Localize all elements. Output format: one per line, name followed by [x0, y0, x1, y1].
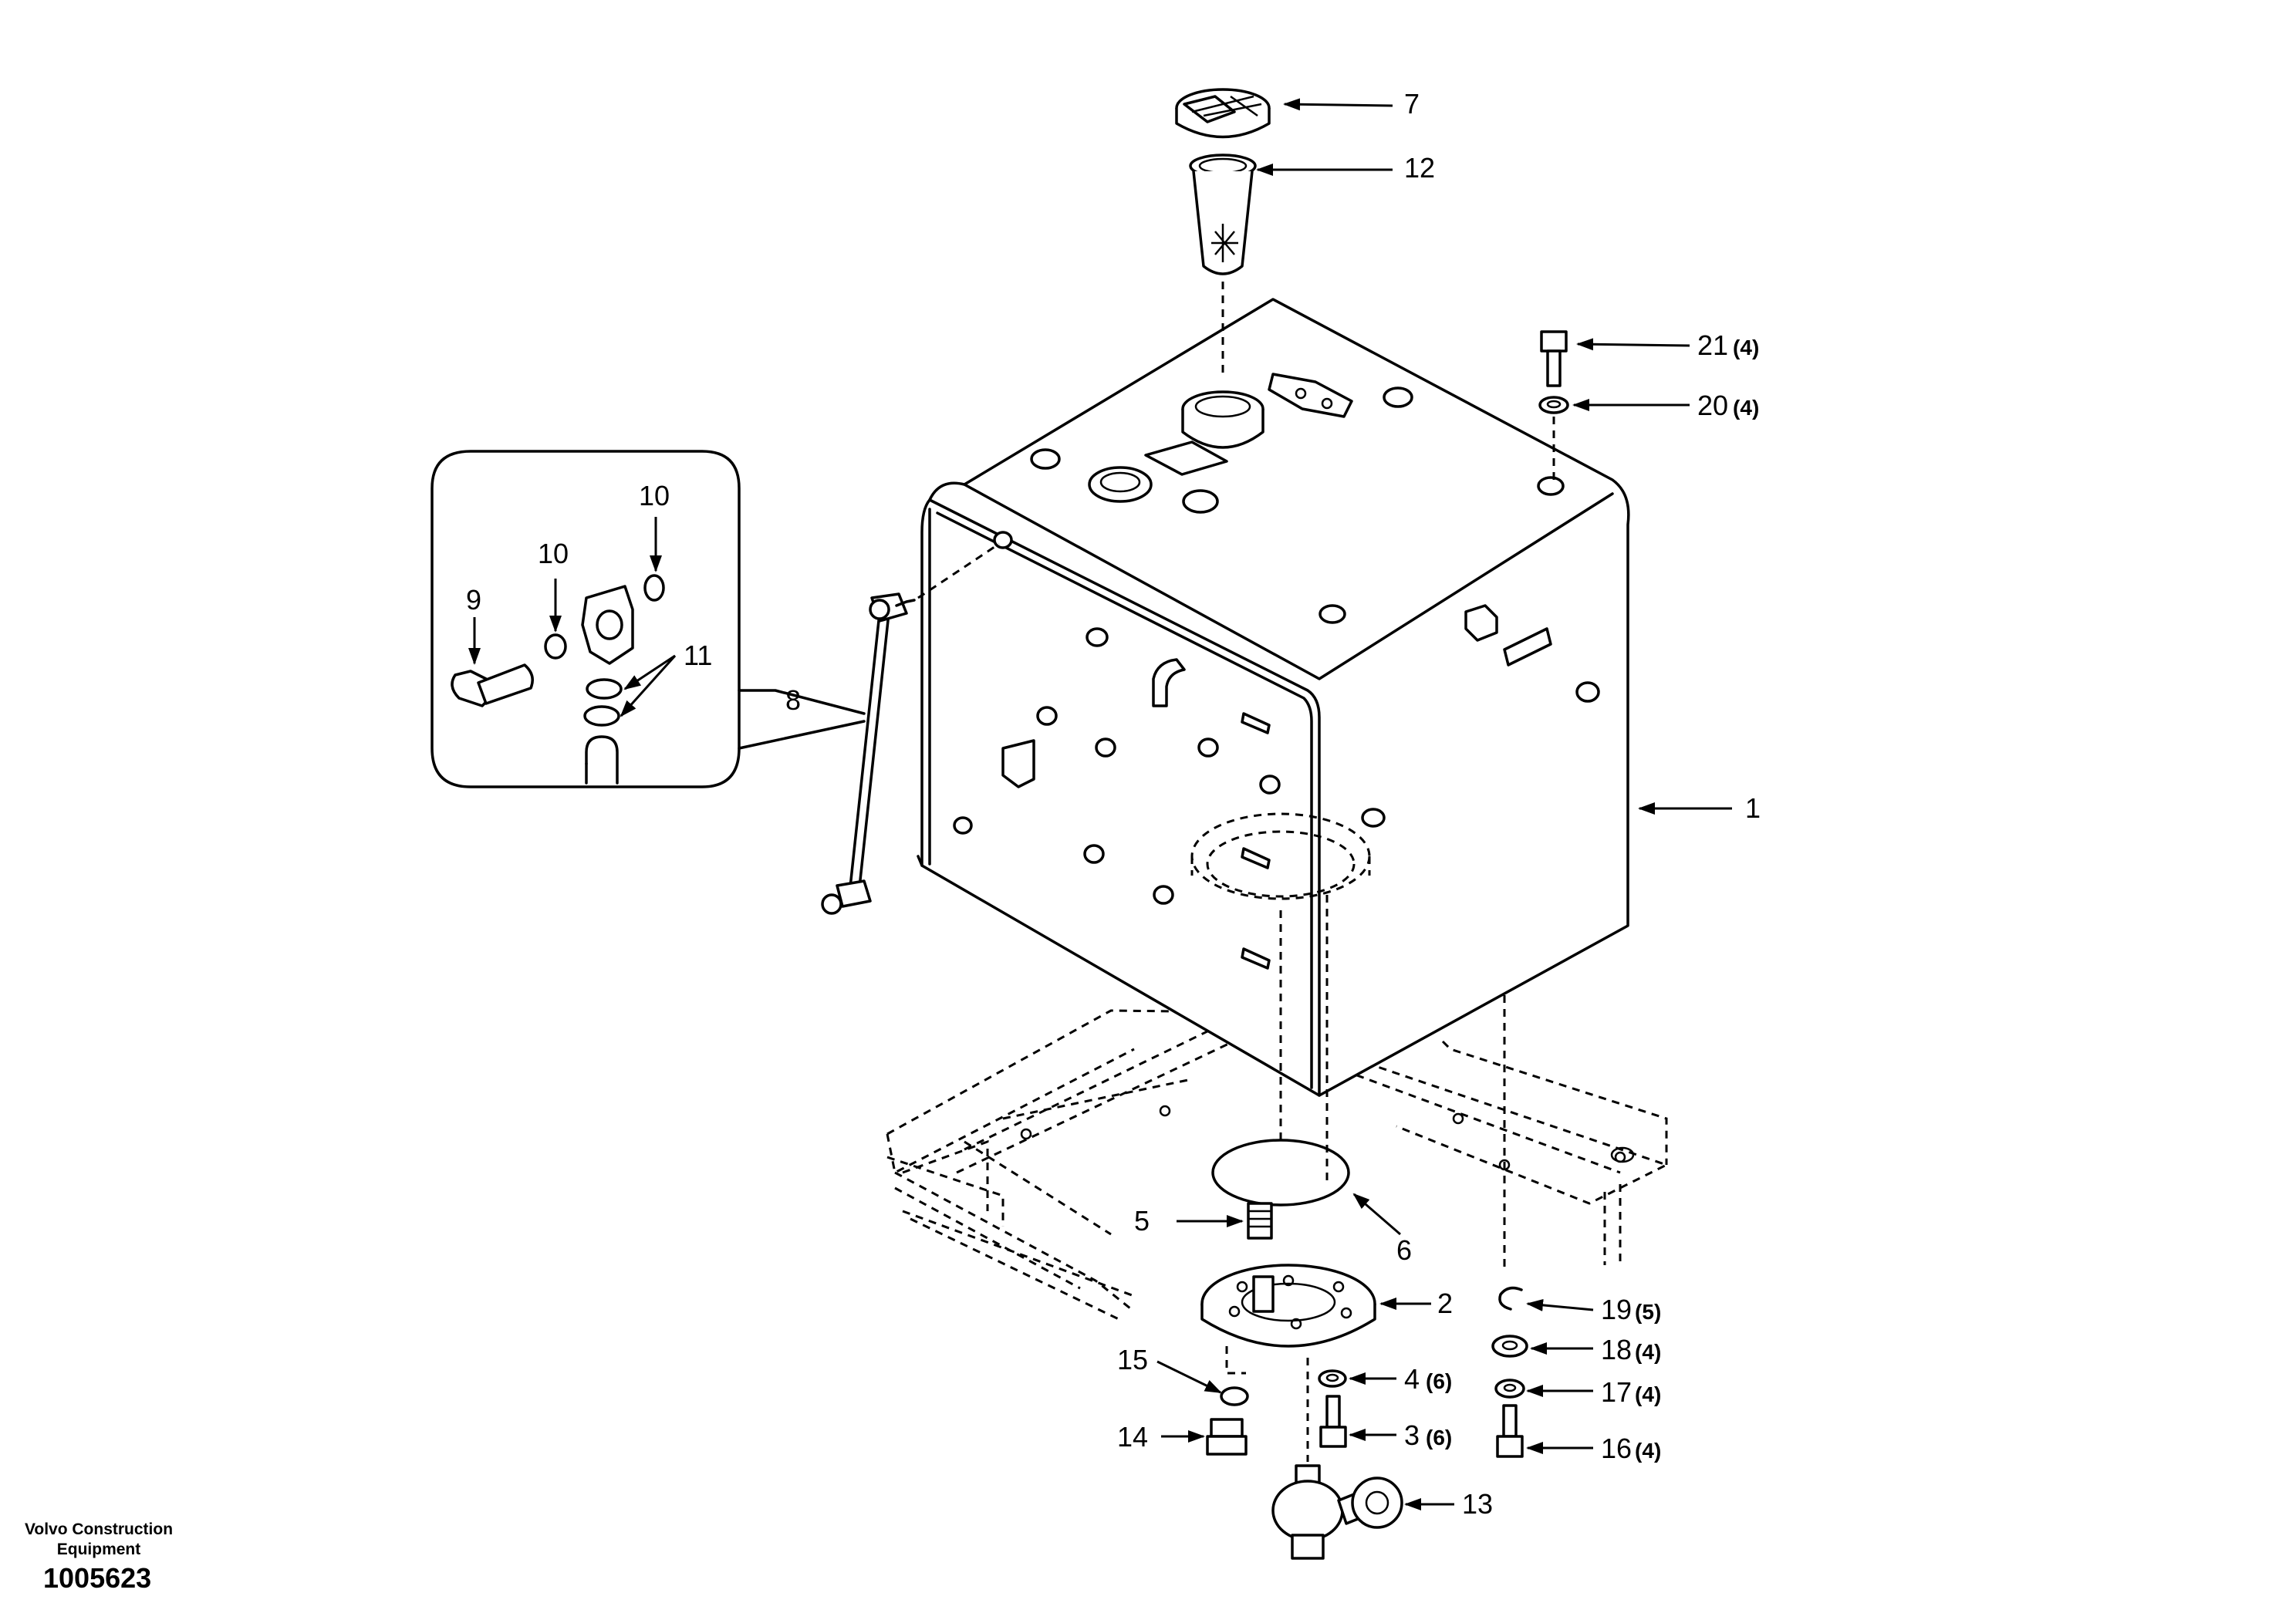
part-19 [1498, 1286, 1523, 1311]
callout-5: 5 [1134, 1205, 1150, 1237]
callout-15: 15 [1117, 1344, 1148, 1375]
callout-21: 21(4) [1697, 329, 1759, 361]
level-gauge-8 [821, 592, 916, 915]
filler-cap [1175, 88, 1271, 139]
company-name: Volvo Construction Equipment [22, 1520, 176, 1560]
callout-19: 19(5) [1601, 1294, 1661, 1325]
callout-20: 20(4) [1697, 390, 1759, 421]
callout-leaders [468, 98, 1732, 1510]
bolt-16 [1496, 1404, 1524, 1458]
bolt-21 [1540, 330, 1568, 387]
washer-4 [1318, 1369, 1347, 1388]
callout-16: 16(4) [1601, 1433, 1661, 1464]
callout-10-a: 10 [538, 538, 569, 569]
callout-2: 2 [1437, 1288, 1453, 1319]
cover-plate-2 [1200, 1264, 1376, 1348]
callout-9: 9 [466, 584, 481, 616]
washer-18 [1491, 1335, 1528, 1358]
callout-7: 7 [1404, 88, 1420, 120]
callout-10-b: 10 [639, 480, 670, 511]
company-name-line-1: Volvo Construction [24, 1520, 174, 1538]
o-ring-6 [1211, 1139, 1350, 1207]
callout-17: 17(4) [1601, 1376, 1661, 1408]
callout-1: 1 [1745, 792, 1761, 824]
callout-13: 13 [1462, 1488, 1493, 1520]
callout-12: 12 [1404, 152, 1435, 184]
company-name-line-2: Equipment [56, 1541, 141, 1558]
callout-18: 18(4) [1601, 1334, 1661, 1365]
drawing-number: 1005623 [43, 1562, 152, 1594]
strainer [1189, 154, 1257, 275]
callout-14: 14 [1117, 1421, 1148, 1453]
plug-14 [1206, 1418, 1248, 1456]
callout-11: 11 [684, 640, 712, 671]
bolt-3 [1319, 1395, 1347, 1448]
seal-15 [1220, 1386, 1249, 1406]
washer-17 [1494, 1379, 1525, 1399]
drain-valve-13 [1271, 1464, 1403, 1560]
hydraulic-tank [917, 298, 1630, 1097]
detail-inset [430, 450, 866, 788]
washer-20 [1538, 396, 1569, 414]
breather-5 [1247, 1202, 1273, 1240]
callout-3: 3(6) [1404, 1419, 1452, 1451]
callout-4: 4(6) [1404, 1363, 1452, 1395]
callout-labels: 7 12 21(4) 20(4) 1 5 6 2 15 14 4(6) 3(6)… [466, 88, 1761, 1520]
callout-6: 6 [1396, 1234, 1412, 1266]
callout-8: 8 [785, 684, 801, 716]
